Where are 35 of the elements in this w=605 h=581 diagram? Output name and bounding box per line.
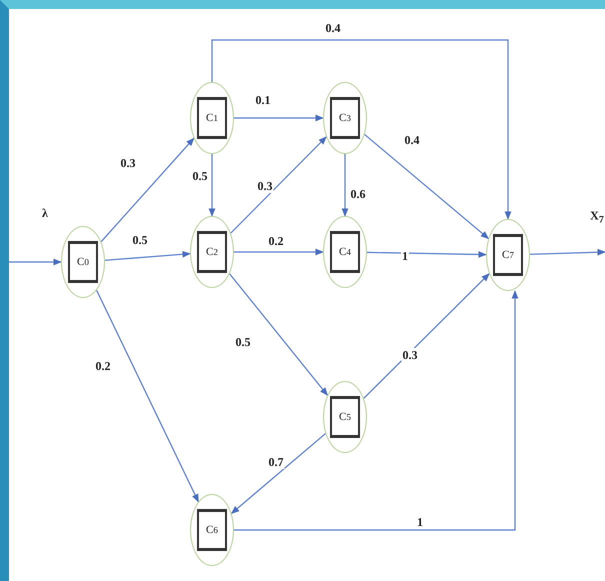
edge-label: 1	[401, 249, 409, 263]
edge-label: 0.7	[268, 455, 284, 469]
edge-label: 0.1	[254, 93, 272, 107]
arrow	[234, 290, 518, 531]
station-circle	[61, 226, 105, 298]
edge-label: λ	[41, 206, 49, 220]
arrow	[234, 248, 324, 256]
edge-label: 0.3	[256, 179, 274, 193]
arrow	[234, 114, 324, 122]
arrow	[366, 251, 487, 258]
arrow	[364, 134, 490, 240]
edge-label: 0.2	[94, 359, 112, 373]
edge-label: 1	[416, 515, 424, 529]
arrow	[104, 250, 191, 261]
arrow	[211, 39, 512, 220]
arrow	[96, 290, 199, 502]
arrow	[530, 248, 605, 256]
arrow	[230, 433, 326, 514]
edge-label: 0.5	[192, 169, 208, 183]
arrow	[100, 138, 194, 242]
arrow	[342, 154, 348, 217]
edge-label: 0.3	[402, 348, 418, 362]
arrow	[9, 258, 62, 266]
arrow	[230, 136, 327, 234]
edge-label: 0.2	[268, 234, 284, 248]
edge-label: 0.6	[350, 187, 366, 201]
edge-label: 0.4	[324, 21, 342, 35]
edge-label: 0.4	[404, 133, 420, 147]
station-circle	[190, 494, 234, 566]
arrow	[229, 273, 328, 396]
arrow	[363, 273, 490, 399]
edge-label: 0.3	[120, 156, 136, 170]
edge-label: 0.5	[234, 335, 252, 349]
edge-label: 0.5	[132, 233, 148, 247]
arrow	[208, 154, 216, 217]
